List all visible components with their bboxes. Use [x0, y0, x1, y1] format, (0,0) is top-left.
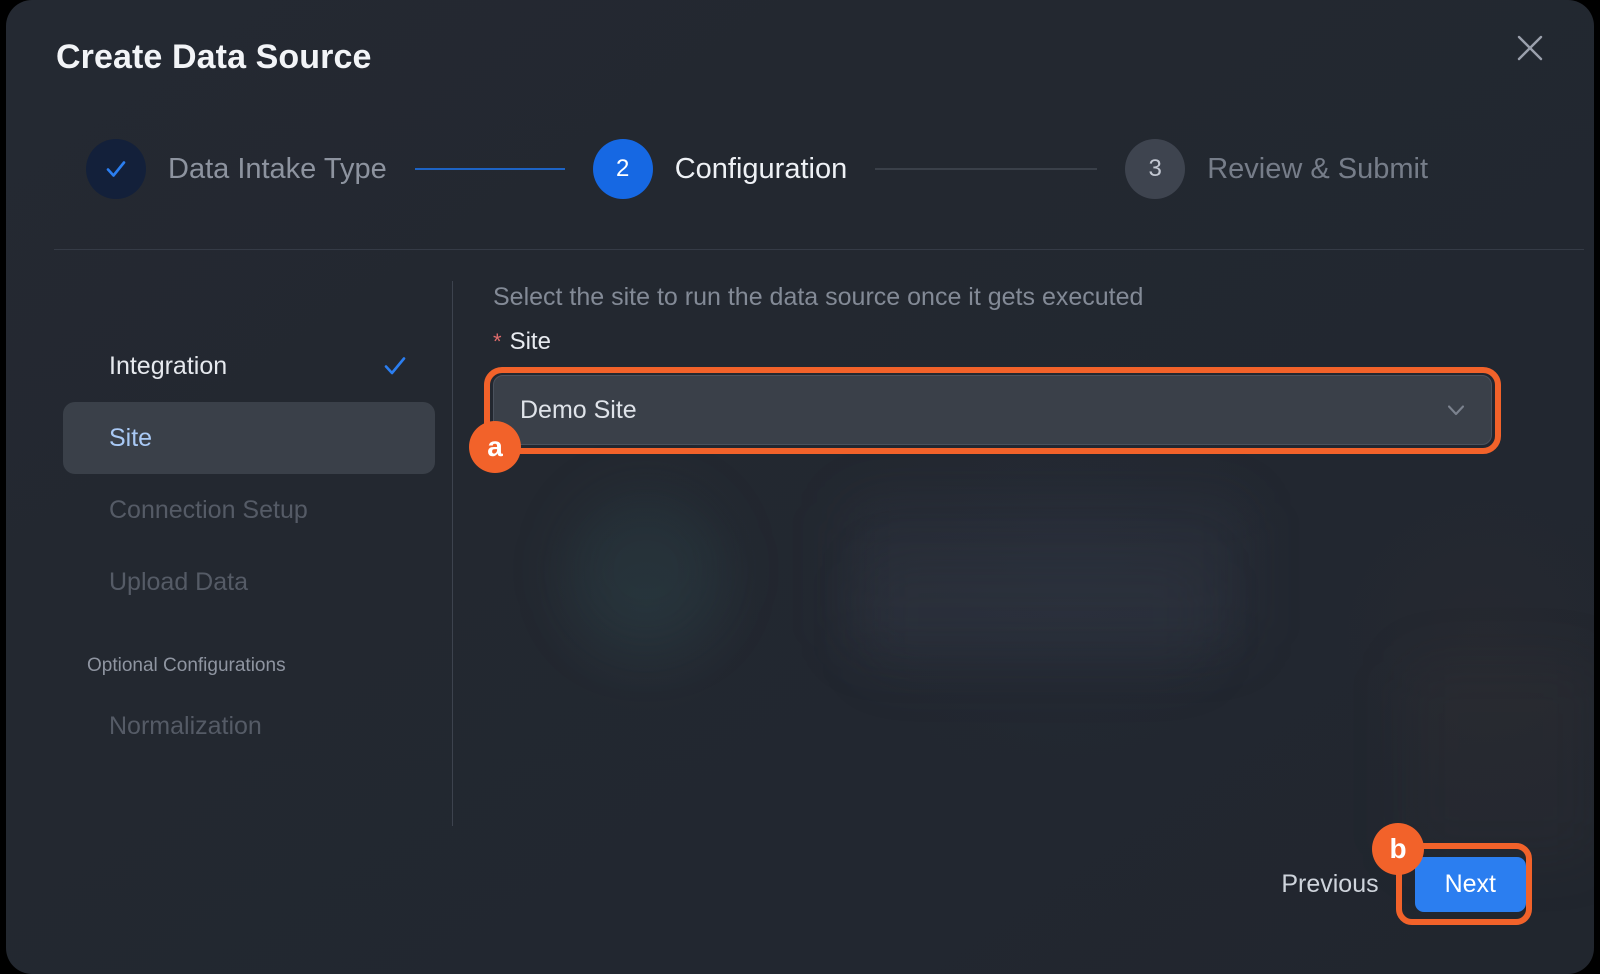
- background-blur-shape: [866, 560, 1206, 670]
- sidebar-item-connection-setup[interactable]: Connection Setup: [63, 474, 435, 546]
- sidebar-divider: [452, 281, 453, 826]
- wizard-stepper: Data Intake Type 2 Configuration 3 Revie…: [86, 138, 1506, 200]
- stepper-step-review-submit[interactable]: 3 Review & Submit: [1125, 139, 1428, 199]
- config-content: Select the site to run the data source o…: [493, 283, 1493, 370]
- site-select-wrapper: Demo Site: [493, 375, 1492, 445]
- modal-footer: Previous Next: [1106, 852, 1526, 916]
- stepper-connector-filled: [414, 168, 565, 170]
- sidebar-item-normalization[interactable]: Normalization: [63, 690, 435, 762]
- required-asterisk: *: [493, 329, 502, 354]
- sidebar-item-label: Normalization: [109, 711, 262, 740]
- header-divider: [54, 249, 1584, 250]
- step-number-badge: 3: [1125, 139, 1186, 199]
- stepper-label-data-intake-type: Data Intake Type: [168, 152, 387, 185]
- sidebar-item-upload-data[interactable]: Upload Data: [63, 546, 435, 618]
- background-blur-shape: [566, 490, 726, 650]
- stepper-step-configuration[interactable]: 2 Configuration: [592, 139, 848, 199]
- close-icon[interactable]: [1510, 28, 1550, 68]
- check-icon: [381, 352, 409, 380]
- sidebar-item-label: Integration: [109, 351, 228, 380]
- content-description: Select the site to run the data source o…: [493, 283, 1144, 311]
- sidebar-group-title: Optional Configurations: [87, 655, 286, 676]
- stepper-connector-empty: [875, 168, 1098, 170]
- stepper-label-review-submit: Review & Submit: [1207, 152, 1429, 185]
- sidebar-item-label: Site: [109, 423, 153, 452]
- site-select[interactable]: Demo Site: [493, 375, 1492, 445]
- create-data-source-modal: Create Data Source Data Intake Type 2 Co…: [6, 0, 1594, 974]
- sidebar-item-site[interactable]: Site: [63, 402, 435, 474]
- background-blur-shape: [1406, 660, 1594, 860]
- config-sidebar: Integration Site Connection Setup Upload…: [63, 330, 435, 762]
- step-check-icon: [86, 139, 146, 199]
- background-blur-shape: [846, 500, 1246, 650]
- chevron-down-icon: [1443, 397, 1469, 423]
- sidebar-item-integration[interactable]: Integration: [63, 330, 435, 402]
- modal-title: Create Data Source: [56, 38, 372, 76]
- sidebar-item-label: Upload Data: [109, 567, 248, 596]
- stepper-label-configuration: Configuration: [674, 152, 848, 185]
- stepper-step-data-intake-type[interactable]: Data Intake Type: [86, 139, 387, 199]
- previous-button[interactable]: Previous: [1281, 869, 1379, 898]
- next-button[interactable]: Next: [1414, 856, 1526, 912]
- site-field-label: * Site: [493, 328, 1493, 356]
- step-number-badge: 2: [592, 139, 653, 199]
- site-label-text: Site: [509, 328, 551, 355]
- sidebar-item-label: Connection Setup: [109, 495, 308, 524]
- site-select-value: Demo Site: [520, 395, 637, 424]
